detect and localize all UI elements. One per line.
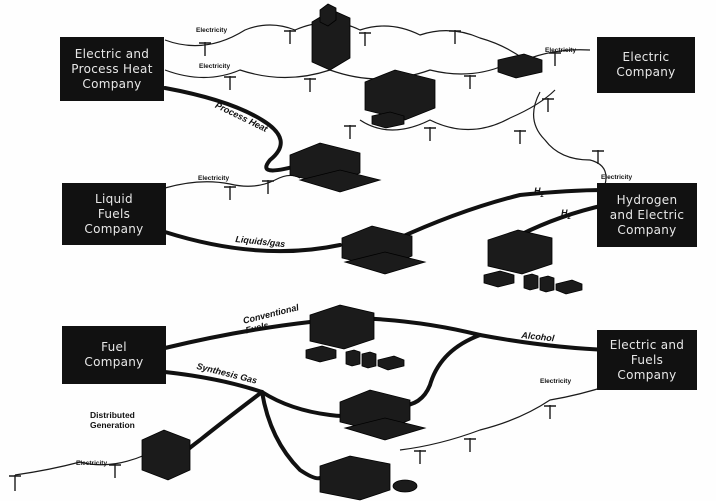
electricity-label: Electricity	[196, 27, 228, 34]
pole	[464, 75, 476, 89]
hydrogen-pipe-upper	[393, 188, 607, 242]
synthesis-plant-base-icon	[343, 417, 427, 441]
fuel-pump-icon	[361, 351, 377, 369]
process-plant-base-icon	[298, 169, 382, 193]
process-heat-pipe	[163, 86, 302, 173]
pole	[542, 98, 554, 112]
pole	[544, 405, 556, 419]
fuel-pump-icon	[539, 275, 555, 293]
h2-lower-label: H2	[561, 208, 571, 221]
generator-box-icon	[141, 429, 191, 481]
pole	[449, 30, 461, 44]
pole	[224, 186, 236, 200]
pole	[199, 42, 211, 56]
pole	[514, 130, 526, 144]
fueling-station-icon	[487, 229, 553, 275]
electricity-label: Electricity	[601, 174, 633, 181]
pole	[9, 475, 21, 491]
fuel-company-box: Fuel Company	[62, 326, 166, 384]
electric-company-box: Electric Company	[597, 37, 695, 93]
synthesis-gas-pipe	[163, 370, 264, 394]
facilities	[141, 3, 583, 501]
fuel-pump-icon	[523, 273, 539, 291]
electricity-line-liquid-fuels	[164, 174, 301, 189]
pole	[262, 180, 274, 194]
electricity-line-electric-fuels	[399, 384, 611, 451]
pole	[304, 78, 316, 92]
synthesis-gas-to-factory-pipe	[260, 390, 322, 481]
electricity-label: Electricity	[545, 47, 577, 54]
pole	[359, 32, 371, 46]
electricity-line-distributed	[14, 454, 146, 476]
refinery-base-icon	[343, 251, 427, 275]
pole	[414, 450, 426, 464]
car-icon	[377, 355, 405, 371]
building-top-icon	[319, 3, 337, 27]
pole	[224, 76, 236, 90]
electricity-label: Electricity	[198, 175, 230, 182]
alcohol-branch-pipe	[388, 333, 482, 408]
electricity-line-third	[359, 89, 556, 131]
substation-icon	[497, 53, 543, 79]
house-icon	[364, 69, 436, 121]
factory-icon	[319, 455, 391, 501]
electricity-lines	[14, 21, 611, 476]
pole	[344, 125, 356, 139]
alcohol-pipe	[353, 316, 612, 352]
electric-fuels-company-box: Electric and Fuels Company	[597, 330, 697, 390]
conventional-fuels-pipe	[163, 320, 312, 350]
storage-tank-icon	[392, 479, 418, 493]
electric-heat-company-box: Electric and Process Heat Company	[60, 37, 164, 101]
pole	[424, 127, 436, 141]
h2-upper-label: H2	[534, 186, 544, 199]
liquid-fuels-company-box: Liquid Fuels Company	[62, 183, 166, 245]
pole	[464, 438, 476, 452]
car-icon	[305, 345, 337, 363]
pole	[284, 30, 296, 44]
car-icon	[555, 279, 583, 295]
distributed-generation-label: Distributed Generation	[90, 410, 135, 430]
electricity-label: Electricity	[540, 378, 572, 385]
electricity-line-top	[164, 21, 526, 61]
pole	[592, 150, 604, 164]
gas-station-icon	[309, 304, 375, 350]
car-icon	[483, 270, 515, 288]
electricity-label: Electricity	[199, 63, 231, 70]
electricity-line-to-hydrogen	[533, 91, 607, 186]
liquids-gas-pipe	[163, 230, 342, 254]
pole	[109, 464, 121, 478]
electricity-label: Electricity	[76, 460, 108, 467]
hydrogen-pipe-lower	[518, 203, 607, 237]
pole	[549, 52, 561, 66]
utility-poles	[9, 30, 604, 491]
fuel-pump-icon	[345, 349, 361, 367]
hydrogen-electric-company-box: Hydrogen and Electric Company	[597, 183, 697, 247]
car-icon	[371, 111, 405, 129]
